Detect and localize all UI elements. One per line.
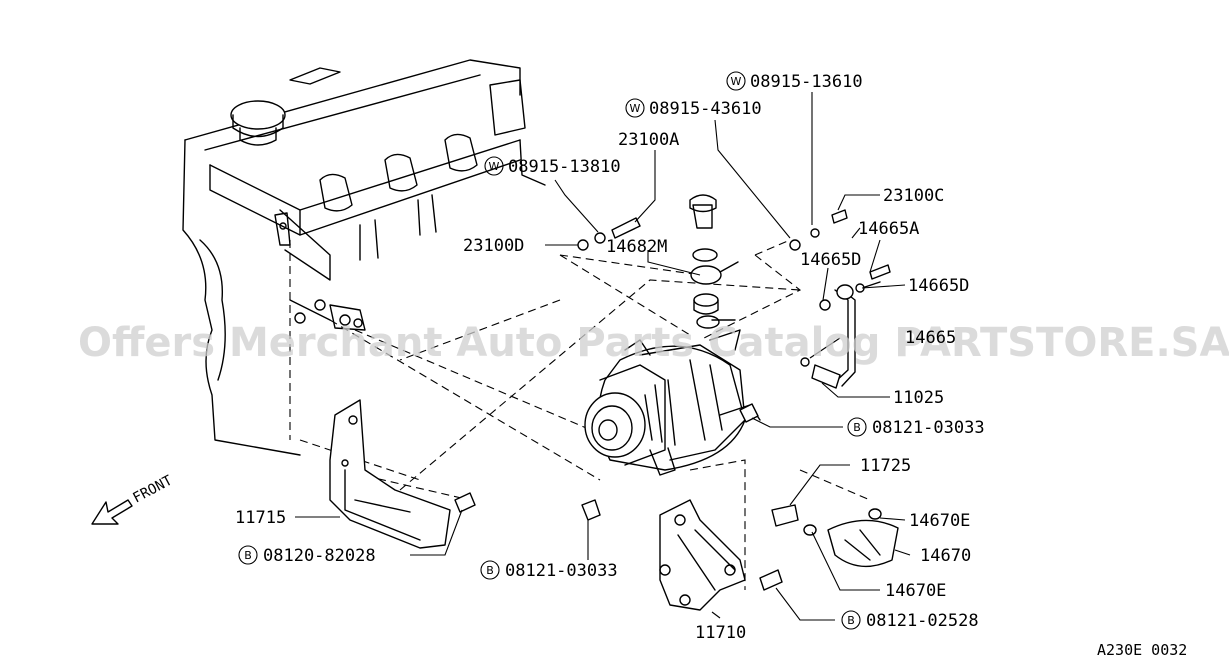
bracket-11715: [329, 399, 476, 549]
callout-08915-13610[interactable]: W 08915-13610: [726, 71, 863, 92]
bracket-11710: [581, 403, 783, 611]
washer-symbol: W: [489, 160, 500, 173]
part-label-14670E-lower[interactable]: 14670E: [885, 581, 946, 601]
pump-cover: [771, 504, 899, 568]
alternator: [584, 329, 761, 476]
part-label-23100A[interactable]: 23100A: [618, 130, 679, 150]
leader-lines: [295, 92, 911, 621]
part-label-14665D-lower[interactable]: 14665D: [908, 276, 969, 296]
washer-symbol-icon: [484, 156, 504, 176]
part-code: 08121-03033: [872, 418, 985, 438]
washer-symbol: W: [630, 102, 641, 115]
callout-08121-03033-bottom[interactable]: B 08121-03033: [480, 560, 618, 581]
bolt-symbol: B: [244, 549, 252, 562]
washer-symbol-icon: [726, 71, 746, 91]
bolt-symbol-icon: [480, 560, 500, 580]
part-label-14665A[interactable]: 14665A: [858, 219, 919, 239]
part-label-14670[interactable]: 14670: [920, 546, 971, 566]
bolt-symbol-icon: [841, 610, 861, 630]
figure-code: A230E 0032: [1097, 641, 1187, 659]
front-arrow: FRONT: [91, 472, 176, 525]
part-label-23100D[interactable]: 23100D: [463, 236, 524, 256]
front-label: FRONT: [130, 472, 175, 506]
callout-labels: W 08915-13610 W 08915-43610 W 08915-1381…: [235, 71, 1187, 659]
washer-symbol-icon: [625, 98, 645, 118]
part-label-14665[interactable]: 14665: [905, 328, 956, 348]
part-label-23100C[interactable]: 23100C: [883, 186, 944, 206]
callout-08915-13810[interactable]: W 08915-13810: [484, 156, 621, 177]
part-label-11715[interactable]: 11715: [235, 508, 286, 528]
oil-tube: [800, 209, 891, 389]
part-code: 08915-13610: [750, 72, 863, 92]
callout-08121-03033-right[interactable]: B 08121-03033: [847, 417, 985, 438]
bolt-symbol-icon: [238, 545, 258, 565]
part-label-11025[interactable]: 11025: [893, 388, 944, 408]
washer-symbol: W: [731, 75, 742, 88]
watermark: Offers Merchant Auto Parts Catalog PARTS…: [78, 320, 1229, 366]
part-label-14665D-upper[interactable]: 14665D: [800, 250, 861, 270]
banjo-fitting: [577, 194, 831, 329]
bolt-symbol: B: [847, 614, 855, 627]
part-label-11725[interactable]: 11725: [860, 456, 911, 476]
bolt-symbol-icon: [847, 417, 867, 437]
callout-08121-02528[interactable]: B 08121-02528: [841, 610, 979, 631]
part-code: 08121-03033: [505, 561, 618, 581]
part-code: 08121-02528: [866, 611, 979, 631]
part-code: 08915-43610: [649, 99, 762, 119]
part-code: 08120-82028: [263, 546, 376, 566]
part-label-14682M[interactable]: 14682M: [606, 237, 667, 257]
part-code: 08915-13810: [508, 157, 621, 177]
part-label-14670E-upper[interactable]: 14670E: [909, 511, 970, 531]
bolt-symbol: B: [486, 564, 494, 577]
callout-08915-43610[interactable]: W 08915-43610: [625, 98, 762, 119]
engine-block: [182, 59, 546, 456]
bolt-symbol: B: [853, 421, 861, 434]
phantom-lines: [289, 239, 871, 590]
part-label-11710[interactable]: 11710: [695, 623, 746, 643]
callout-08120-82028[interactable]: B 08120-82028: [238, 545, 376, 566]
